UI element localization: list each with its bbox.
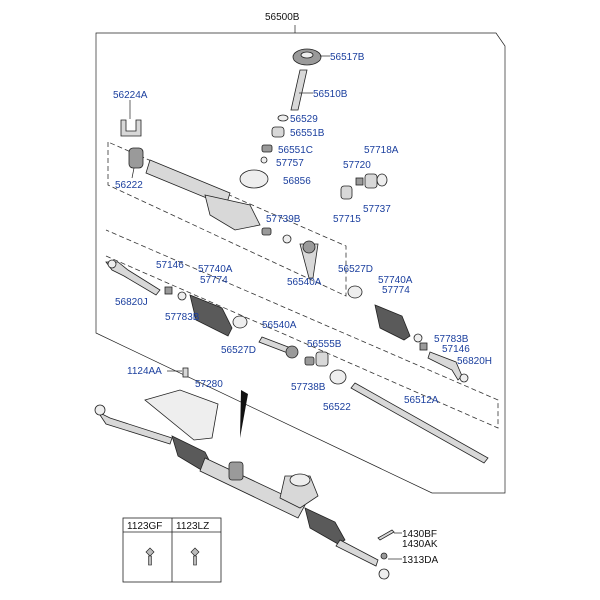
part-56529 bbox=[277, 114, 289, 122]
part-1313da bbox=[380, 552, 388, 560]
part-washer bbox=[282, 234, 292, 244]
label-56555b: 56555B bbox=[307, 339, 342, 350]
assembly-left-ball bbox=[94, 404, 106, 416]
assembly-bushing bbox=[228, 461, 244, 481]
label-56510b: 56510B bbox=[313, 89, 348, 100]
label-1313da: 1313DA bbox=[402, 555, 438, 566]
part-57738b bbox=[304, 356, 315, 366]
label-57783b-right: 57783B bbox=[434, 334, 469, 345]
part-56540a-right-ball bbox=[302, 240, 316, 254]
part-56224a-clamp bbox=[120, 119, 142, 137]
label-57774-left: 57774 bbox=[200, 275, 228, 286]
part-57146-right bbox=[419, 342, 428, 351]
part-56527d-right bbox=[347, 285, 363, 299]
part-57718a bbox=[376, 173, 388, 187]
label-56512a: 56512A bbox=[404, 395, 439, 406]
label-56551c: 56551C bbox=[278, 145, 313, 156]
label-56820h: 56820H bbox=[457, 356, 492, 367]
label-56527d-left: 56527D bbox=[221, 345, 256, 356]
part-57715 bbox=[340, 185, 353, 200]
part-56512a-rack bbox=[350, 382, 489, 464]
pointer-wedge bbox=[240, 390, 248, 438]
bolt-icon bbox=[145, 547, 155, 566]
label-57783b-left: 57783B bbox=[165, 312, 200, 323]
leader-line bbox=[131, 167, 135, 179]
label-56222: 56222 bbox=[115, 180, 143, 191]
label-56551b: 56551B bbox=[290, 128, 325, 139]
label-1430bf: 1430BF bbox=[402, 529, 437, 540]
label-56540a-left: 56540A bbox=[262, 320, 297, 331]
subassembly-box-lower bbox=[105, 229, 499, 429]
label-1124aa: 1124AA bbox=[127, 366, 162, 377]
part-56517b-cap-inner bbox=[300, 51, 314, 59]
part-56820h-tie-rod-end bbox=[427, 351, 463, 381]
label-57739b: 57739B bbox=[266, 214, 301, 225]
part-57739b bbox=[261, 227, 272, 236]
label-56856: 56856 bbox=[283, 176, 311, 187]
part-1430bf-pin bbox=[377, 529, 395, 541]
label-57146-left: 57146 bbox=[156, 260, 184, 271]
fastener-table: 1123GF 1123LZ bbox=[122, 517, 222, 583]
part-56820j-ball bbox=[107, 259, 117, 269]
label-57715: 57715 bbox=[333, 214, 361, 225]
part-56551b bbox=[271, 126, 285, 138]
part-56820j-tie-rod-end bbox=[105, 261, 161, 296]
part-56856 bbox=[239, 169, 269, 189]
label-56224a: 56224A bbox=[113, 90, 148, 101]
part-56555b bbox=[315, 351, 329, 367]
part-57783b-right bbox=[413, 333, 423, 343]
assembly-frame bbox=[95, 32, 506, 494]
part-1124aa-bolt bbox=[182, 367, 189, 378]
part-56222-bushing bbox=[128, 147, 144, 169]
part-57783b-left bbox=[177, 291, 187, 301]
label-1430ak: 1430AK bbox=[402, 539, 438, 550]
assembly-pinion-cap bbox=[289, 473, 311, 487]
bolt-icon bbox=[190, 547, 200, 566]
part-57774-left-boot bbox=[189, 294, 233, 337]
assembly-right-ball bbox=[378, 568, 390, 580]
part-57757 bbox=[260, 156, 268, 164]
fastener-table-header-1123lz: 1123LZ bbox=[176, 521, 209, 532]
label-57737: 57737 bbox=[363, 204, 391, 215]
label-56527d-right: 56527D bbox=[338, 264, 373, 275]
label-57740a-right: 57740A bbox=[378, 275, 413, 286]
assembly-left-tie-rod bbox=[96, 410, 173, 445]
assembly-right-boot bbox=[304, 507, 346, 545]
label-57720: 57720 bbox=[343, 160, 371, 171]
part-gear-housing bbox=[204, 194, 261, 231]
part-57720 bbox=[355, 177, 364, 186]
part-56527d-left bbox=[232, 315, 248, 329]
label-57738b: 57738B bbox=[291, 382, 326, 393]
part-57146-left bbox=[164, 286, 173, 295]
fastener-table-header-1123gf: 1123GF bbox=[127, 521, 162, 532]
label-57740a-left: 57740A bbox=[198, 264, 233, 275]
part-56551c bbox=[261, 144, 273, 153]
assembly-right-tie-rod bbox=[335, 539, 379, 567]
label-56517b: 56517B bbox=[330, 52, 365, 63]
label-56522: 56522 bbox=[323, 402, 351, 413]
label-56820j: 56820J bbox=[115, 297, 148, 308]
part-56510b-shaft bbox=[290, 69, 308, 111]
label-57146-right: 57146 bbox=[442, 344, 470, 355]
label-57718a: 57718A bbox=[364, 145, 399, 156]
part-56820h-ball bbox=[459, 373, 469, 383]
label-56540a-right: 56540A bbox=[287, 277, 322, 288]
part-56522 bbox=[329, 369, 347, 385]
label-56500b: 56500B bbox=[265, 12, 300, 23]
assembly-main-housing bbox=[199, 457, 306, 519]
label-56529: 56529 bbox=[290, 114, 318, 125]
label-57774-right: 57774 bbox=[382, 285, 410, 296]
part-57280-heat-shield bbox=[144, 389, 219, 441]
label-57757: 57757 bbox=[276, 158, 304, 169]
part-57774-right-boot bbox=[374, 304, 411, 341]
part-56540a-left-ball bbox=[285, 345, 299, 359]
label-57280: 57280 bbox=[195, 379, 223, 390]
subassembly-box-upper bbox=[107, 141, 347, 297]
part-57737 bbox=[364, 173, 378, 189]
